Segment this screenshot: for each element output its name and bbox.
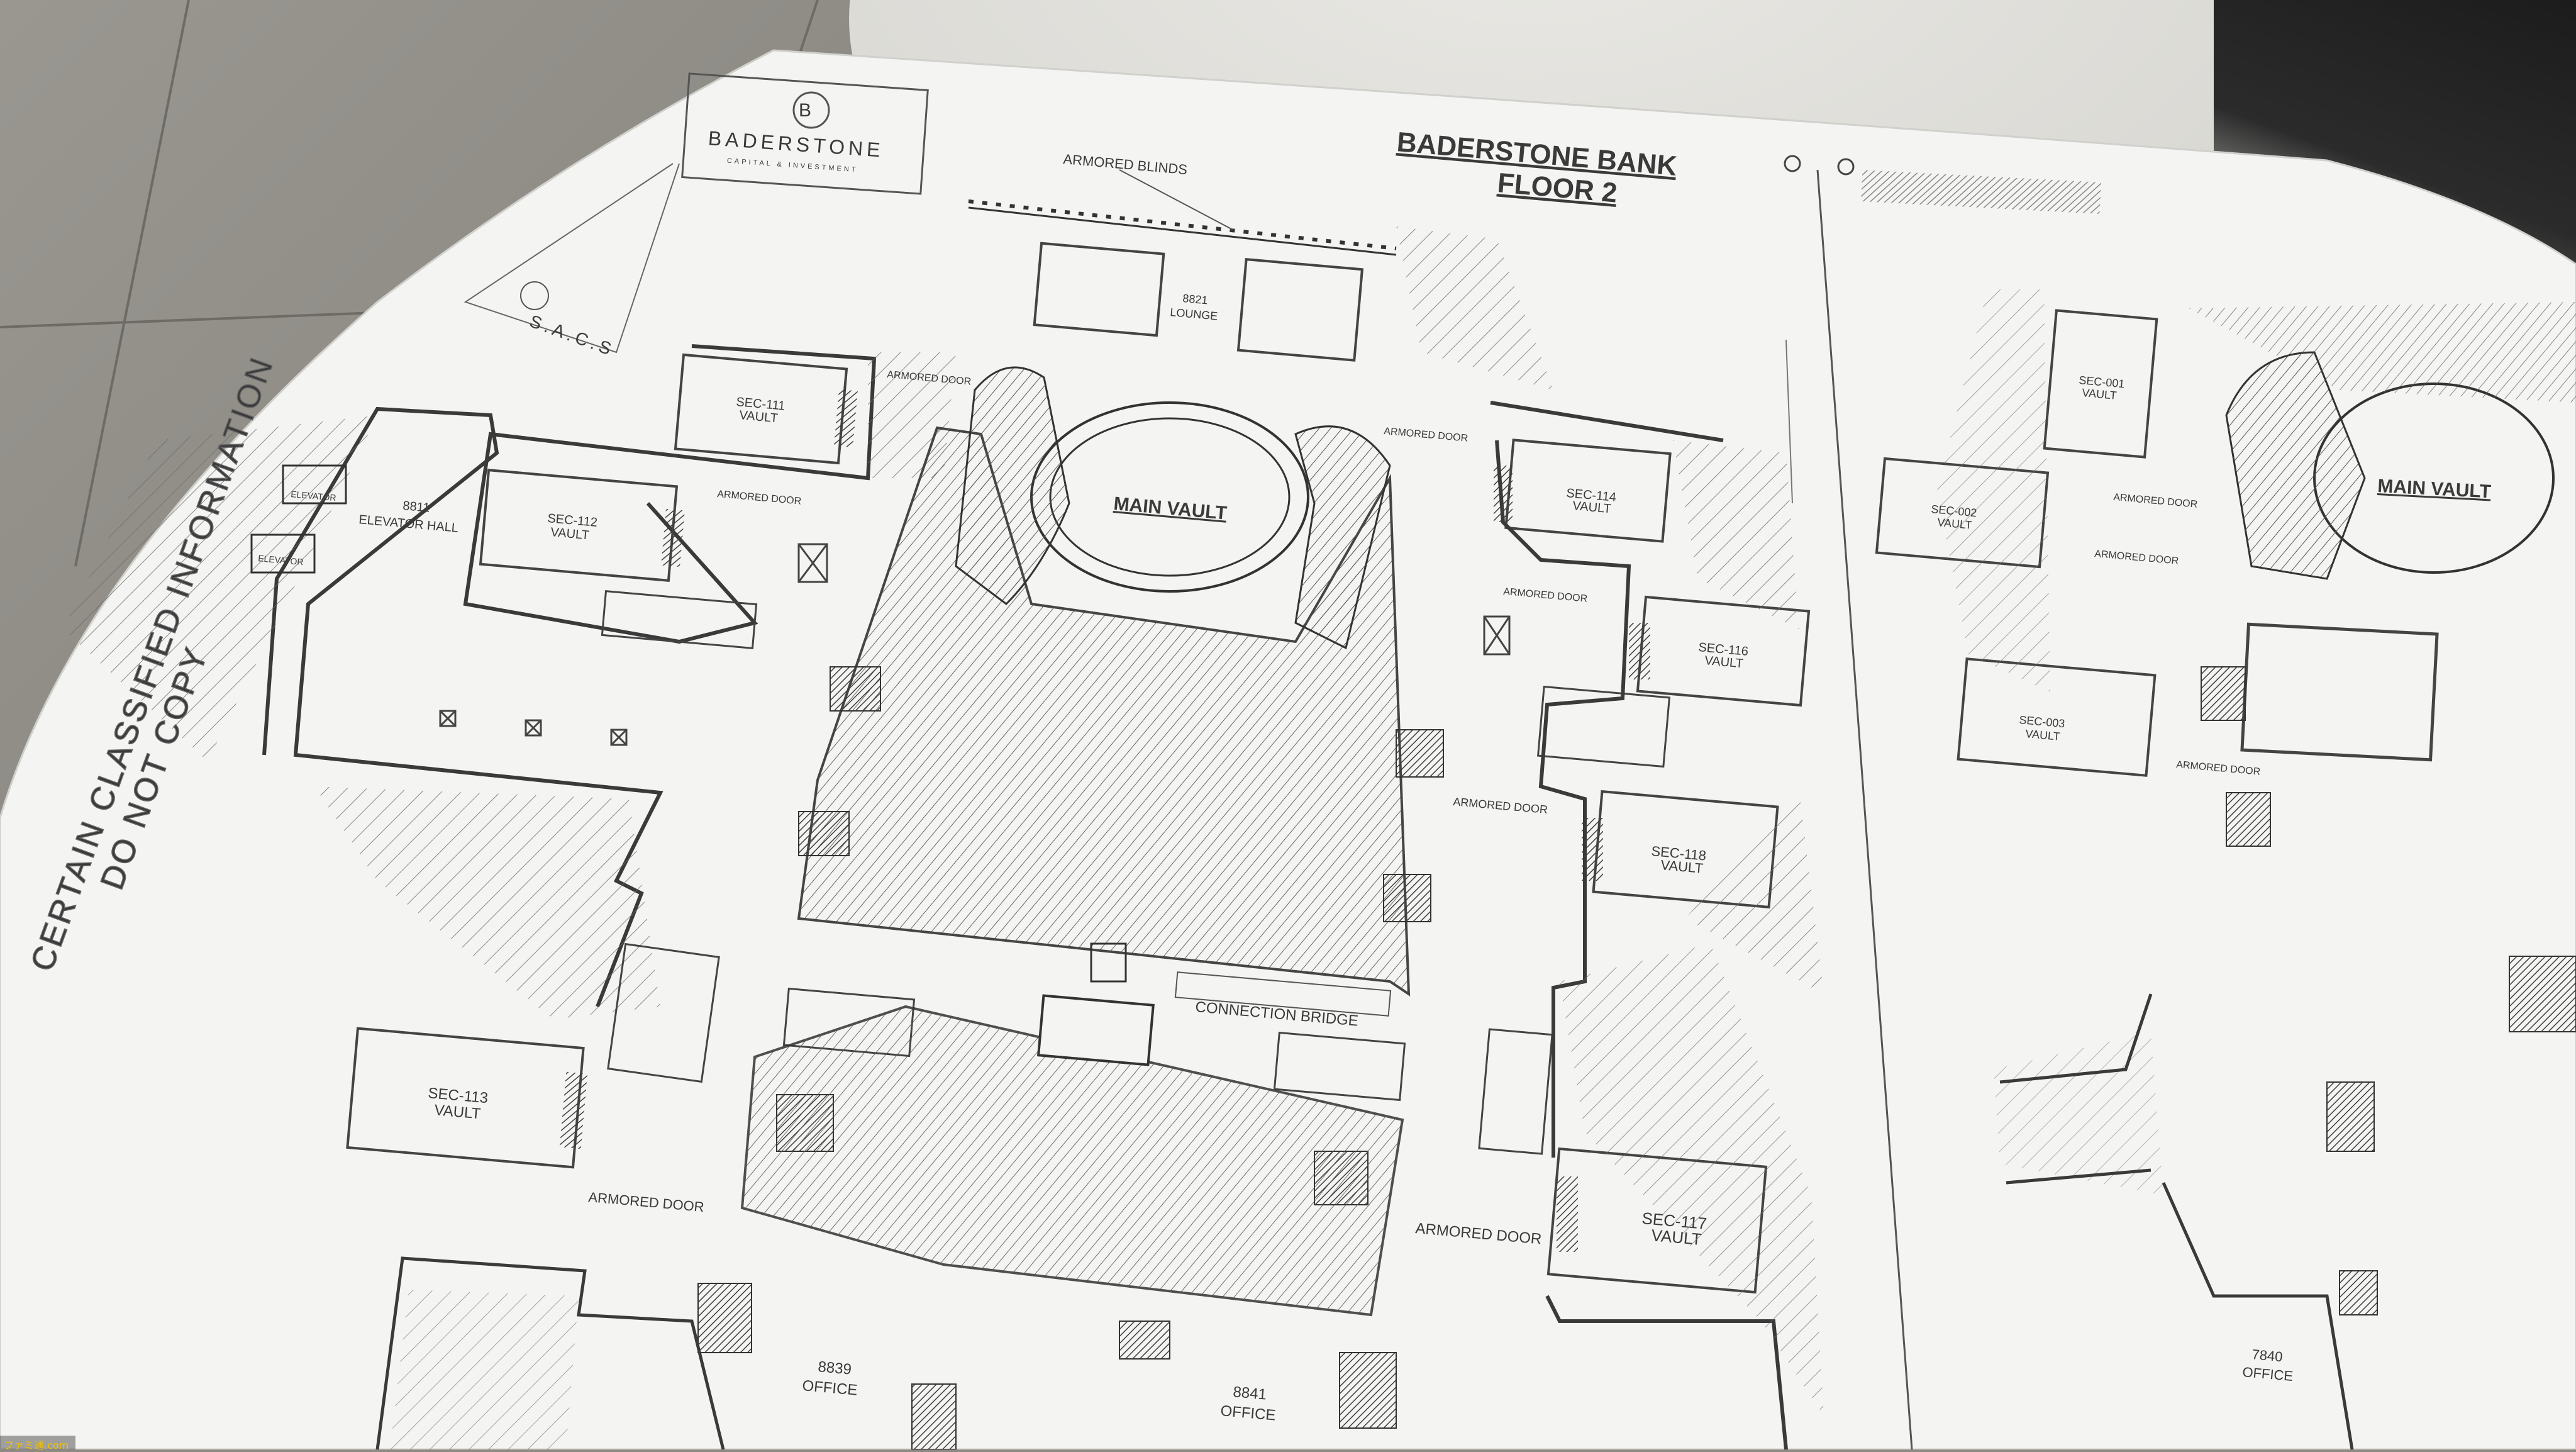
svg-text:B: B bbox=[799, 100, 811, 121]
vault-label-sec-114: VAULT bbox=[1572, 499, 1612, 516]
vault-label-sec-112: VAULT bbox=[550, 525, 590, 542]
vault-label-sec-116: VAULT bbox=[1704, 654, 1744, 671]
elevator-a-label: ELEVATOR bbox=[291, 489, 336, 503]
office-number-7840: 7840 bbox=[2251, 1346, 2284, 1365]
vault-label-sec-001: VAULT bbox=[2082, 386, 2118, 402]
main-vault: MAIN VAULT bbox=[797, 366, 1411, 997]
office-number-8841: 8841 bbox=[1232, 1383, 1267, 1404]
adjacent-floor-plan: MAIN VAULT SEC-001 VAULT SEC-002 VAULT S… bbox=[1860, 170, 2576, 1449]
vault-label-sec-113: VAULT bbox=[433, 1102, 481, 1122]
vault-label-sec-118: VAULT bbox=[1660, 857, 1704, 876]
site-watermark: ファミ通.com bbox=[0, 1436, 75, 1451]
vault-label-sec-111: VAULT bbox=[739, 408, 779, 425]
vault-label-sec-003: VAULT bbox=[2025, 727, 2061, 743]
office-number-8839: 8839 bbox=[817, 1358, 852, 1378]
lounge-number: 8821 bbox=[1182, 292, 1209, 306]
vault-label-sec-002: VAULT bbox=[1937, 516, 1973, 532]
elevator-hall-number: 8811 bbox=[402, 499, 431, 515]
elevator-b-label: ELEVATOR bbox=[258, 553, 304, 567]
